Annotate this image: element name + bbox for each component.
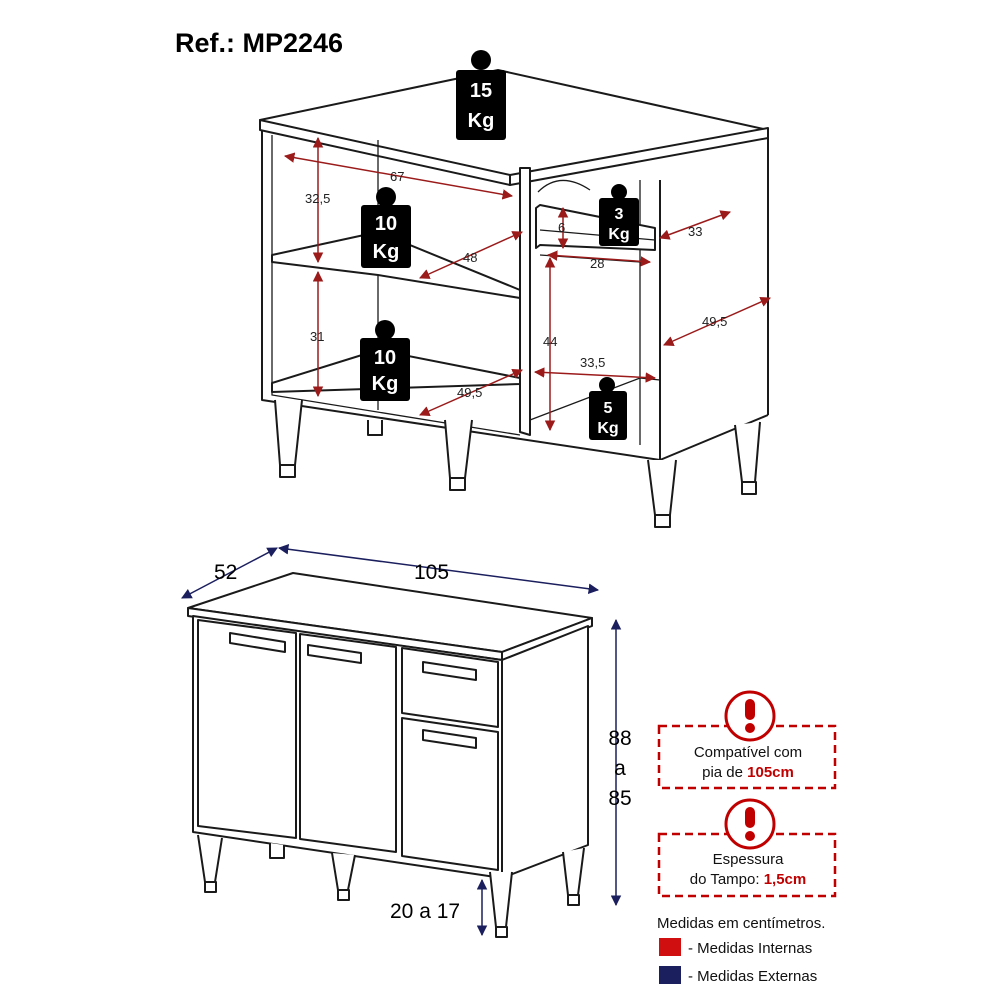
label-bottom-depth: 49,5: [457, 385, 482, 400]
open-cabinet-feet: [274, 399, 761, 528]
notice-2-line1: Espessura: [713, 851, 785, 868]
legend-title: Medidas em centímetros.: [657, 915, 825, 932]
dim-drawer-width: [546, 250, 652, 267]
notice-2-line2: do Tampo: 1,5cm: [690, 871, 807, 888]
label-height-min: 85: [608, 787, 631, 810]
side-panel: [501, 625, 589, 879]
foot: [734, 421, 761, 483]
foot: [647, 459, 677, 516]
drawer-front: [401, 647, 499, 728]
dim-right-width: [533, 367, 657, 383]
sink-cutout: [537, 179, 591, 193]
weight-icon-top: 15 Kg: [456, 50, 506, 140]
label-right-width: 33,5: [580, 355, 605, 370]
notice-1-line1: Compatível com: [694, 744, 802, 761]
label-right-height: 44: [543, 334, 557, 349]
foot: [367, 420, 383, 436]
foot-cap: [337, 889, 350, 901]
foot: [269, 843, 285, 859]
legend-label-internal: - Medidas Internas: [688, 940, 812, 957]
notice-2-prefix: do Tampo:: [690, 871, 764, 888]
weight-right-bottom-value: 5: [604, 400, 613, 417]
closed-cabinet-feet: [197, 834, 585, 938]
notice-2-value: 1,5cm: [764, 871, 807, 888]
internal-dimension-labels: 67 32,5 48 31 49,5 6 33 28 44 49,5 33,5: [305, 169, 727, 400]
notice-sink-compatibility: Compatível com pia de 105cm: [657, 690, 837, 790]
legend-swatch-internal: [659, 938, 681, 956]
weight-icon-drawer: 3 Kg: [599, 184, 639, 246]
divider-panel: [519, 167, 531, 436]
external-dimension-lines: [181, 544, 622, 937]
countertop-side-edge: [501, 617, 593, 661]
foot: [197, 834, 223, 883]
foot-cap: [279, 464, 296, 478]
weight-top-unit: Kg: [468, 110, 495, 132]
label-right-depth: 49,5: [702, 314, 727, 329]
label-drawer-height: 6: [558, 220, 565, 235]
label-depth: 52: [214, 561, 237, 584]
foot-cap: [495, 926, 508, 938]
foot: [489, 871, 513, 928]
weight-icon-right-bottom: 5 Kg: [589, 377, 627, 440]
dim-depth: [181, 547, 278, 599]
dim-right-depth: [663, 297, 771, 346]
body-bottom-side: [659, 414, 769, 461]
body-outline: [261, 130, 661, 461]
label-drawer-depth: 33: [688, 224, 702, 239]
label-width: 105: [414, 561, 449, 584]
weight-upper-shelf-value: 10: [375, 213, 397, 235]
dim-upper-shelf-depth: [419, 231, 523, 279]
foot: [331, 852, 356, 891]
weight-drawer-value: 3: [615, 206, 624, 223]
label-upper-shelf-depth: 48: [463, 250, 477, 265]
weight-bottom-shelf-value: 10: [374, 347, 396, 369]
open-cabinet-drawing: 67 32,5 48 31 49,5 6 33 28 44 49,5 33,5 …: [259, 50, 771, 528]
door-left: [197, 619, 297, 839]
weight-icon-upper-shelf: 10 Kg: [361, 187, 411, 268]
door-center: [299, 633, 397, 853]
door-left-handle: [229, 632, 286, 653]
notice-1-line2: pia de 105cm: [702, 764, 794, 781]
weight-top-value: 15: [470, 80, 492, 102]
legend: Medidas em centímetros. - Medidas Intern…: [657, 915, 825, 985]
legend-swatch-external: [659, 966, 681, 984]
foot-cap: [204, 881, 217, 893]
foot: [562, 847, 585, 896]
label-drawer-width: 28: [590, 256, 604, 271]
drawer-handle: [422, 661, 477, 681]
door-center-handle: [307, 644, 362, 664]
weight-icon-bottom-shelf: 10 Kg: [360, 320, 410, 401]
dim-drawer-depth: [659, 210, 731, 240]
foot-cap: [567, 894, 580, 906]
label-left-upper-height: 32,5: [305, 191, 330, 206]
foot-cap: [654, 514, 671, 528]
inner-left-outline: [271, 135, 521, 436]
external-dimension-labels: 52 105 88 a 85 20 a 17: [214, 561, 632, 923]
internal-dimension-lines: [283, 136, 771, 432]
notice-countertop-thickness: Espessura do Tampo: 1,5cm: [657, 798, 837, 898]
foot: [274, 399, 303, 466]
notice-1-value: 105cm: [747, 764, 794, 781]
foot-cap: [741, 481, 757, 495]
label-left-width: 67: [390, 169, 404, 184]
label-height-sep: a: [614, 757, 626, 780]
dim-width: [277, 544, 600, 594]
weight-right-bottom-unit: Kg: [597, 420, 618, 437]
label-feet-height: 20 a 17: [390, 900, 460, 923]
reference-title: Ref.: MP2246: [175, 28, 343, 58]
weight-upper-shelf-unit: Kg: [373, 241, 400, 263]
door-right: [401, 717, 499, 871]
legend-label-external: - Medidas Externas: [688, 968, 817, 985]
notice-1-prefix: pia de: [702, 764, 747, 781]
closed-cabinet-drawing: 52 105 88 a 85 20 a 17: [181, 544, 632, 938]
foot: [444, 419, 473, 479]
door-right-handle: [422, 729, 477, 749]
label-height-max: 88: [608, 727, 631, 750]
weight-drawer-unit: Kg: [608, 226, 629, 243]
foot-cap: [449, 477, 466, 491]
label-left-lower-height: 31: [310, 329, 324, 344]
weight-bottom-shelf-unit: Kg: [372, 373, 399, 395]
dim-bottom-depth: [419, 369, 523, 416]
